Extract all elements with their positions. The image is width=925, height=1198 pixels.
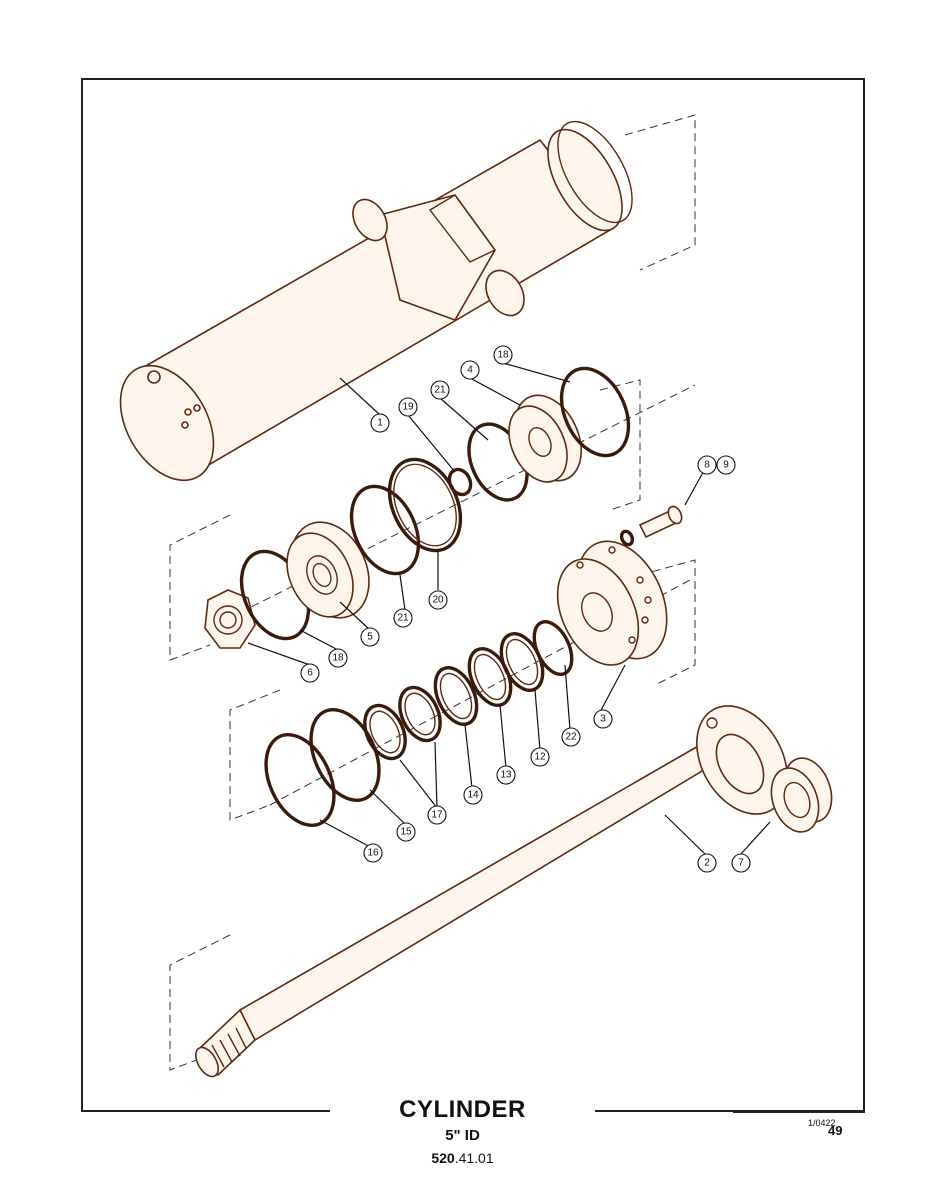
callout-1: 1: [370, 413, 390, 433]
bottom-rule: [733, 1111, 865, 1113]
callout-22: 22: [561, 727, 581, 747]
callout-17: 17: [427, 805, 447, 825]
callout-6: 6: [300, 663, 320, 683]
svg-text:20: 20: [432, 595, 444, 606]
callout-2: 2: [697, 853, 717, 873]
svg-text:16: 16: [367, 848, 379, 859]
svg-text:7: 7: [738, 858, 744, 869]
svg-text:14: 14: [467, 790, 479, 801]
svg-text:17: 17: [431, 810, 443, 821]
page-number: 49: [828, 1123, 843, 1138]
svg-text:19: 19: [402, 402, 414, 413]
callout-9: 9: [716, 455, 736, 475]
svg-text:18: 18: [497, 350, 509, 361]
rod-eye-bushing: [770, 757, 833, 833]
callout-21-lower: 21: [393, 608, 413, 628]
callout-8: 8: [697, 455, 717, 475]
callout-16: 16: [363, 843, 383, 863]
svg-text:3: 3: [600, 714, 606, 725]
callout-3: 3: [593, 709, 613, 729]
svg-text:1: 1: [377, 418, 383, 429]
svg-text:18: 18: [332, 653, 344, 664]
callout-21-upper: 21: [430, 380, 450, 400]
callout-13: 13: [496, 765, 516, 785]
piston-rod: [195, 705, 788, 1078]
page-subtitle: 5" ID: [445, 1127, 480, 1144]
svg-text:15: 15: [400, 827, 412, 838]
part-number-prefix: 520: [431, 1150, 455, 1166]
callout-18-lower: 18: [328, 648, 348, 668]
seal-row: [264, 620, 574, 828]
callout-20: 20: [428, 590, 448, 610]
svg-text:2: 2: [704, 858, 710, 869]
leader-lines: [247, 362, 771, 856]
callout-7: 7: [731, 853, 751, 873]
page-title: CYLINDER: [330, 1096, 595, 1124]
callout-5: 5: [360, 627, 380, 647]
part-number-suffix: .41.01: [454, 1150, 494, 1166]
callout-18-upper: 18: [493, 345, 513, 365]
svg-text:22: 22: [565, 732, 577, 743]
svg-text:12: 12: [534, 752, 546, 763]
svg-text:21: 21: [434, 385, 446, 396]
svg-text:21: 21: [397, 613, 409, 624]
callout-4: 4: [460, 360, 480, 380]
cylinder-barrel: [119, 120, 633, 482]
date-code: 1/0422: [808, 1118, 836, 1128]
svg-text:5: 5: [367, 632, 373, 643]
callout-19: 19: [398, 397, 418, 417]
gland-assembly: [556, 505, 683, 666]
callout-12: 12: [530, 747, 550, 767]
svg-text:9: 9: [723, 460, 729, 471]
callout-15: 15: [396, 822, 416, 842]
callout-14: 14: [463, 785, 483, 805]
part-number: 520.41.01: [0, 1150, 925, 1166]
piston-assembly-row: [204, 366, 631, 649]
svg-text:4: 4: [467, 365, 473, 376]
svg-text:13: 13: [500, 770, 512, 781]
svg-text:8: 8: [704, 460, 710, 471]
svg-text:6: 6: [307, 668, 313, 679]
